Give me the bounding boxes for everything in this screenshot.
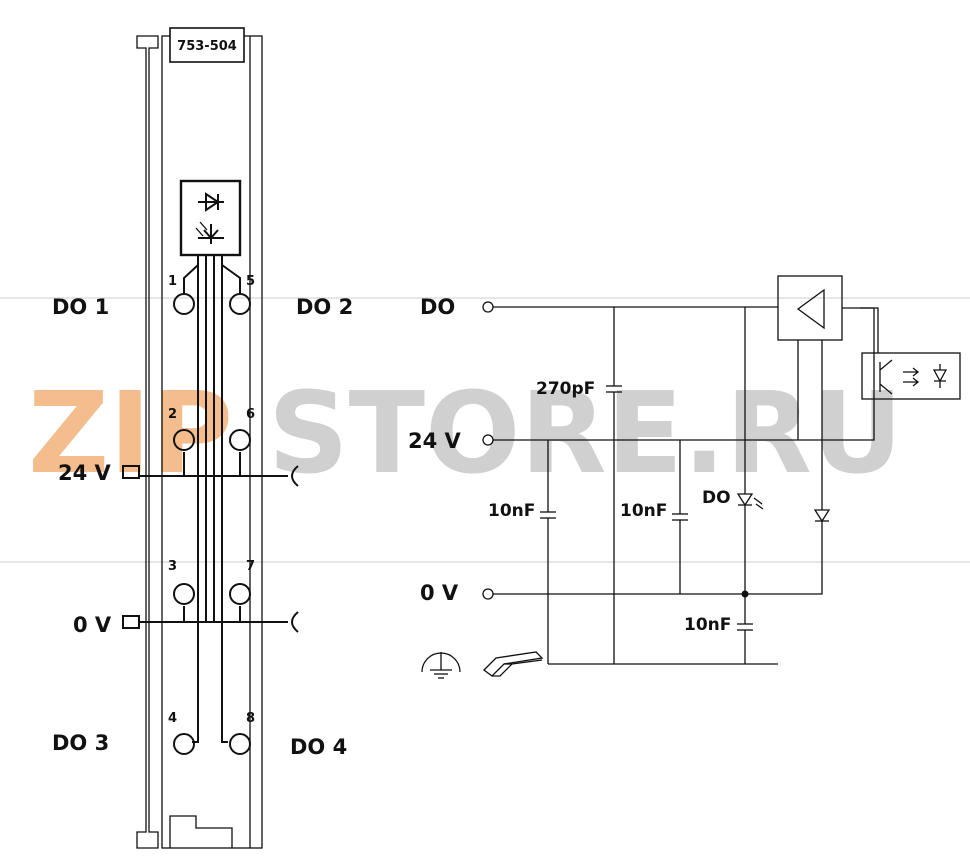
label-24v-left: 24 V [58,461,112,485]
wire-opto-in [860,307,879,353]
housing-foot [169,815,233,848]
pin-3: 3 [168,559,177,574]
label-10nf-c: 10nF [684,615,731,635]
pin-8: 8 [246,711,255,726]
node-0v [482,588,494,600]
label-led: DO [702,488,731,508]
label-do2: DO 2 [296,295,353,319]
light-arrows-icon [195,221,208,237]
earth-icon [421,652,461,679]
power-jumpers [122,465,299,633]
jumper-24v-left [122,465,140,479]
label-do3: DO 3 [52,731,109,755]
part-number: 753-504 [177,39,237,54]
terminal-4 [173,733,195,755]
terminal-5 [229,293,251,315]
pin-4: 4 [168,711,177,726]
module-housing: 753-504 [136,27,263,849]
terminal-2 [173,429,195,451]
terminals [173,293,251,755]
label-24v: 24 V [408,429,462,453]
pin-5: 5 [246,274,255,289]
opto-transistor-icon [879,359,893,395]
lead-do1 [183,264,199,294]
din-rail-icon [483,651,544,677]
housing-left-rail [136,35,159,849]
led-icon [736,493,754,507]
pin-7: 7 [246,559,255,574]
pin-6: 6 [246,407,255,422]
pin-1: 1 [168,274,177,289]
jumper-0v-left [122,615,140,629]
driver-block [777,275,843,341]
label-270pf: 270pF [536,379,595,399]
terminal-1 [173,293,195,315]
terminal-8 [229,733,251,755]
schematic: DO 24 V 0 V 270pF 10nF 10nF [408,275,961,679]
pin-2: 2 [168,407,177,422]
node-do [482,301,494,313]
opto-diode-icon [932,364,948,388]
led-light-icon [753,497,764,510]
label-0v-left: 0 V [73,613,112,637]
opto-symbol [179,179,242,257]
left-labels: DO 1 DO 2 DO 3 DO 4 24 V 0 V [52,295,353,759]
optocoupler-block [861,352,961,400]
label-10nf-a: 10nF [488,501,535,521]
label-do4: DO 4 [290,735,347,759]
watermark-store: STORE.RU [268,369,903,499]
terminal-3 [173,583,195,605]
lead-do4 [221,255,228,743]
label-do1: DO 1 [52,295,109,319]
jumper-0v-right [291,611,299,633]
amplifier-icon [796,288,825,330]
transistor-icon [198,224,224,244]
bus-24v [493,307,875,441]
bus-0v [493,528,823,595]
opto-arrows-icon [903,367,920,387]
label-do: DO [420,295,455,319]
label-0v: 0 V [420,581,459,605]
label-10nf-b: 10nF [620,501,667,521]
terminal-6 [229,429,251,451]
diode-icon [198,192,224,212]
terminal-7 [229,583,251,605]
lead-do2 [221,264,241,294]
jumper-24v-right [291,465,299,487]
diode-protect-icon [813,509,831,523]
part-number-box [169,27,245,63]
pin-numbers: 1 2 3 4 5 6 7 8 [168,274,255,726]
